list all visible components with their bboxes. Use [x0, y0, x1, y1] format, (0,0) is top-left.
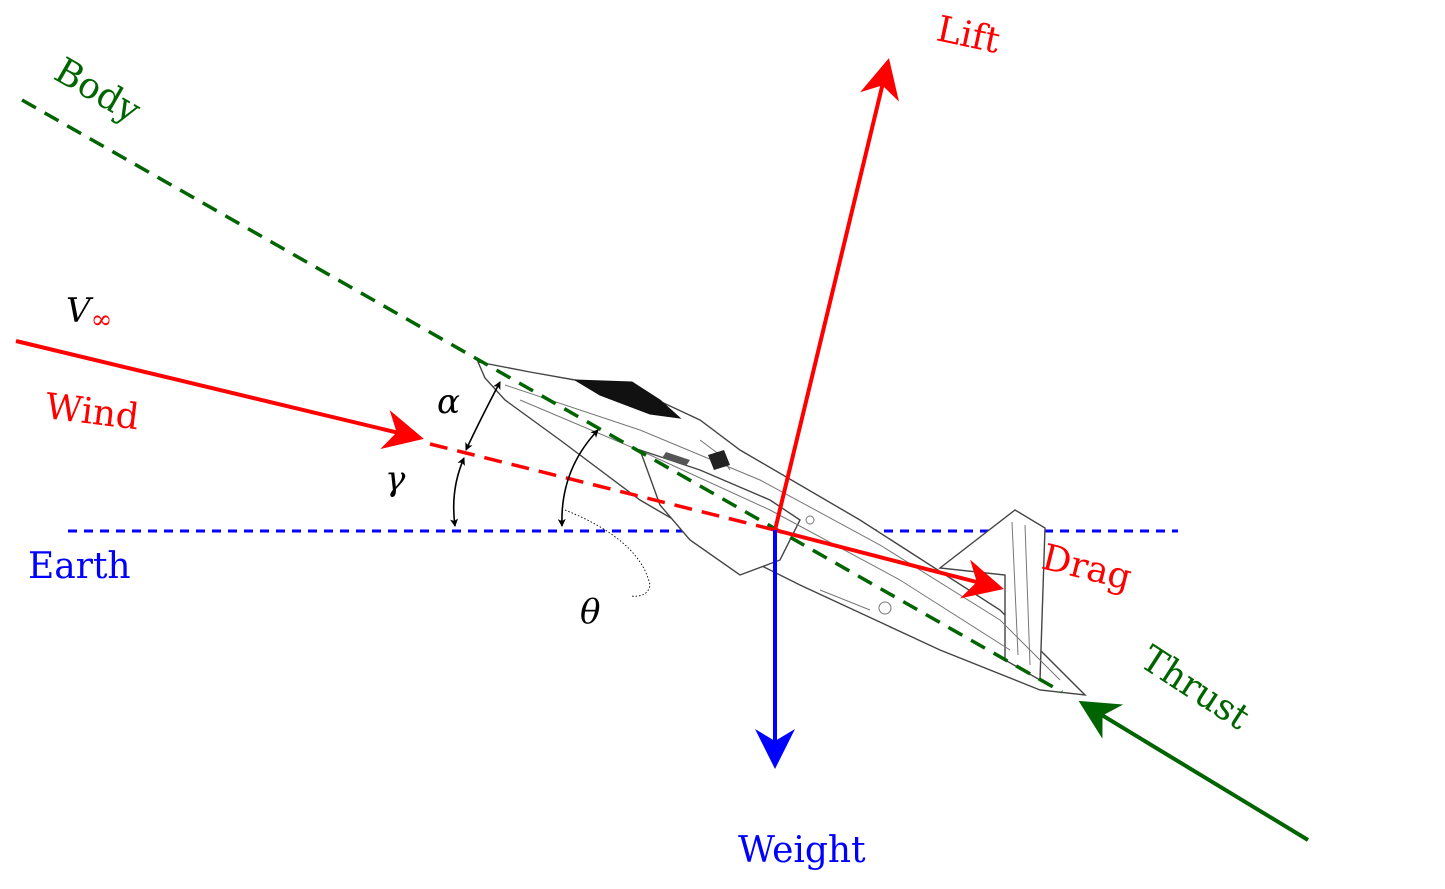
wind-label: Wind	[43, 386, 141, 438]
lift-label: Lift	[933, 9, 1004, 62]
gamma-angle-arc	[450, 457, 465, 527]
aircraft-silhouette	[476, 361, 1087, 696]
v-infinity-letter: V	[66, 291, 94, 331]
thrust-label: Thrust	[1133, 638, 1257, 738]
theta-leader-line	[564, 509, 651, 597]
v-infinity-subscript: ∞	[91, 305, 113, 335]
gamma-label: γ	[385, 459, 406, 499]
drag-label: Drag	[1038, 537, 1136, 599]
v-infinity-label: V∞	[66, 291, 112, 335]
thrust-arrow	[1078, 700, 1310, 842]
body-label: Body	[48, 50, 148, 132]
alpha-angle-arc	[465, 381, 501, 451]
drag-arrow	[774, 528, 1004, 599]
earth-label: Earth	[28, 546, 131, 587]
alpha-label: α	[437, 382, 460, 422]
weight-label: Weight	[738, 830, 866, 871]
theta-angle-arc	[557, 429, 599, 527]
wind-velocity-arrow	[15, 339, 424, 450]
lift-arrow	[773, 58, 899, 531]
wind-axis-dashed	[429, 442, 776, 532]
body-axis-line	[21, 98, 1063, 694]
theta-label: θ	[580, 592, 600, 632]
